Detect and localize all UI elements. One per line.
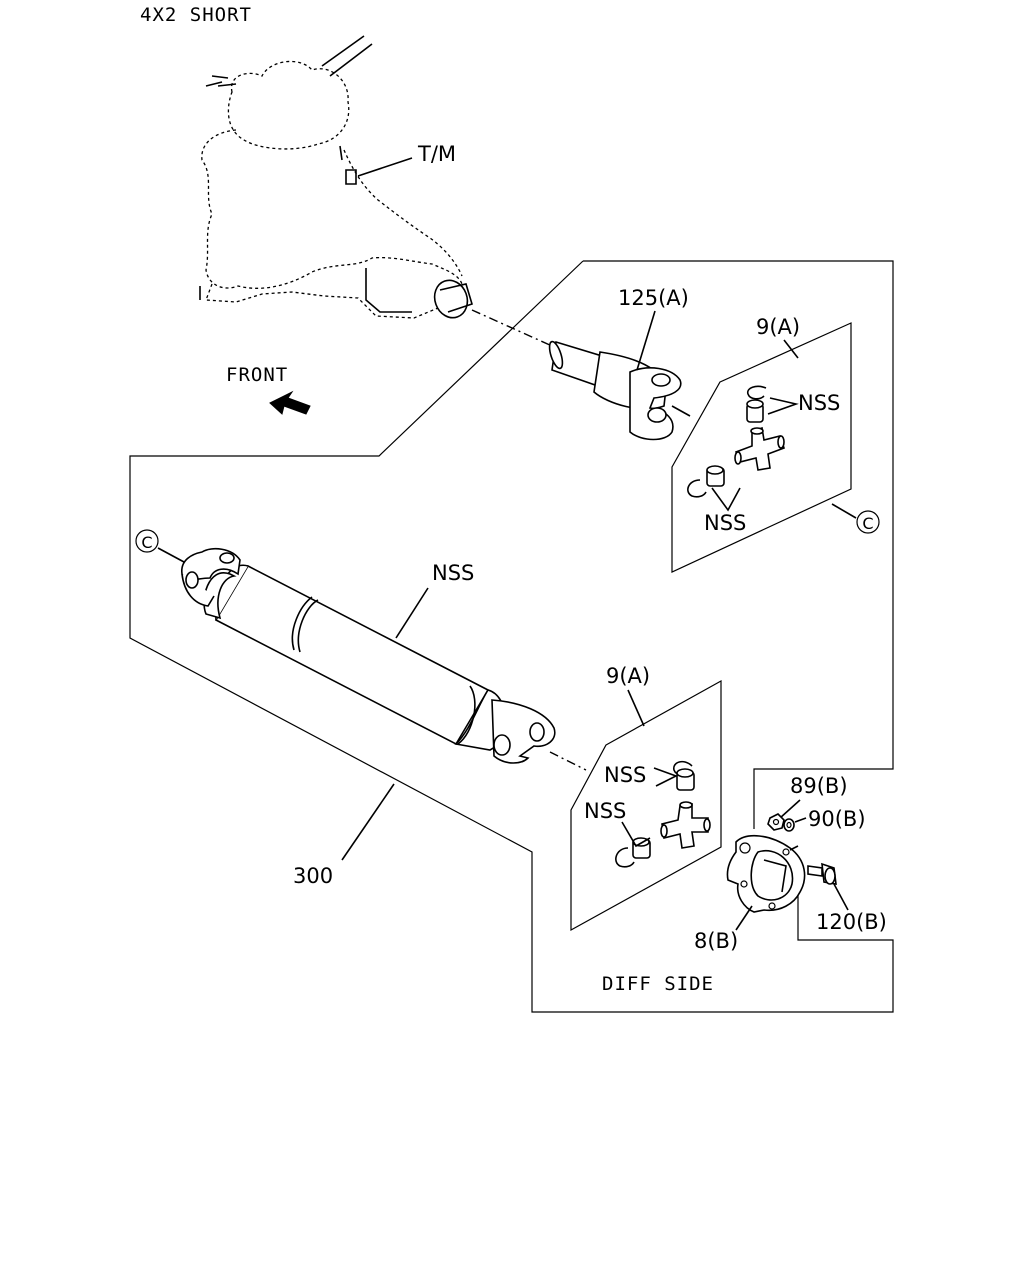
nut-part: [767, 813, 785, 831]
diagram-title: 4X2 SHORT: [140, 4, 252, 26]
centerline-lower: [549, 751, 587, 771]
washer-part: [783, 818, 795, 832]
ujoint-upper-panel: [671, 322, 852, 573]
leader-nss-upper-top: [767, 397, 799, 415]
front-label: FRONT: [226, 364, 288, 386]
circle-c-upper-icon: [856, 510, 880, 534]
leader-90b: [794, 817, 807, 823]
leader-125a: [636, 310, 656, 371]
centerline-upper: [471, 309, 553, 347]
transmission-label: T/M: [417, 142, 456, 166]
leader-nss-shaft: [395, 587, 429, 639]
ujoint-lower-parts: [615, 760, 711, 868]
ujoint-lower-panel: [570, 679, 722, 932]
front-arrow-icon: [269, 390, 311, 415]
propeller-shaft-tube: [181, 547, 556, 764]
circle-c-lower-icon: [135, 529, 159, 553]
callout-89b: 89(B): [790, 774, 848, 798]
callout-125a: 125(A): [618, 286, 689, 310]
leader-9a-upper: [783, 339, 799, 359]
callout-nss-upper-bottom: NSS: [704, 511, 746, 535]
leader-89b: [779, 799, 801, 819]
callout-nss-lower-top: NSS: [604, 763, 646, 787]
callout-nss-lower-bottom: NSS: [584, 799, 626, 823]
callout-9a-upper: 9(A): [756, 315, 800, 339]
leader-9a-lower: [627, 689, 645, 727]
leader-300: [341, 783, 395, 861]
callout-nss-upper-top: NSS: [798, 391, 840, 415]
callout-nss-shaft: NSS: [432, 561, 474, 585]
assembly-frame-lower: [129, 260, 894, 1013]
callout-9a-lower: 9(A): [606, 664, 650, 688]
callout-8b: 8(B): [694, 929, 738, 953]
leader-nss-lower-top: [653, 767, 679, 787]
callout-120b: 120(B): [816, 910, 887, 934]
callout-90b: 90(B): [808, 807, 866, 831]
transmission-outline: [199, 35, 473, 319]
leader-8b: [735, 905, 753, 931]
leader-nss-upper-bottom: [711, 487, 741, 512]
leader-c-lower: [157, 547, 185, 563]
slip-yoke-part: [548, 340, 691, 441]
assembly-frame-upper: [583, 260, 894, 829]
leader-c-upper: [831, 503, 857, 519]
circle-c-upper-letter: C: [862, 514, 873, 533]
diff-side-label: DIFF SIDE: [602, 973, 714, 995]
leader-120b: [833, 883, 849, 911]
leader-transmission: [357, 157, 413, 177]
circle-c-lower-letter: C: [141, 533, 152, 552]
bolt-part: [807, 862, 837, 885]
callout-300: 300: [293, 864, 333, 888]
diff-flange-part: [726, 835, 806, 913]
leader-nss-lower-bottom: [621, 821, 651, 848]
ujoint-upper-parts: [687, 385, 786, 498]
